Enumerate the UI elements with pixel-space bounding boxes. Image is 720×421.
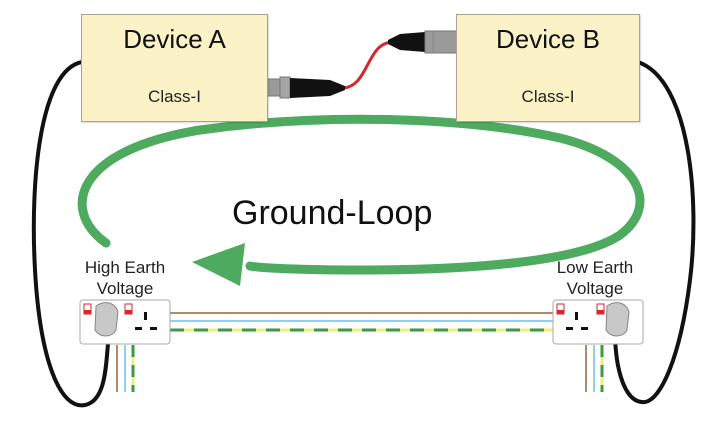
socket-high-earth	[79, 299, 171, 345]
xlr-female-connector-icon	[266, 76, 345, 99]
device-a-class: Class-I	[148, 87, 201, 106]
device-a-title: Device A	[123, 24, 226, 54]
mains-wiring	[116, 312, 604, 392]
ground-loop-arrow-icon	[77, 114, 645, 286]
socket-earth-pin-icon	[144, 312, 147, 320]
device-a: Device A Class-I	[81, 14, 268, 122]
ground-loop-label: Ground-Loop	[232, 194, 433, 232]
low-earth-line2: Voltage	[566, 279, 624, 298]
uk-plug-icon	[94, 302, 119, 337]
signal-cable	[266, 30, 458, 99]
low-earth-voltage-label: Low Earth Voltage	[530, 257, 660, 299]
device-b-title: Device B	[495, 24, 601, 54]
device-b: Device B Class-I	[456, 14, 640, 122]
power-cable-a	[31, 60, 112, 408]
high-earth-line2: Voltage	[96, 279, 154, 298]
uk-plug-icon	[605, 302, 630, 337]
device-b-class: Class-I	[521, 87, 575, 106]
high-earth-line1: High Earth	[84, 258, 166, 277]
socket-earth-pin-icon	[575, 312, 578, 320]
power-cable-b	[613, 60, 696, 404]
socket-low-earth	[552, 299, 644, 345]
high-earth-voltage-label: High Earth Voltage	[60, 257, 190, 299]
xlr-male-connector-icon	[388, 30, 458, 54]
low-earth-line1: Low Earth	[556, 258, 634, 277]
